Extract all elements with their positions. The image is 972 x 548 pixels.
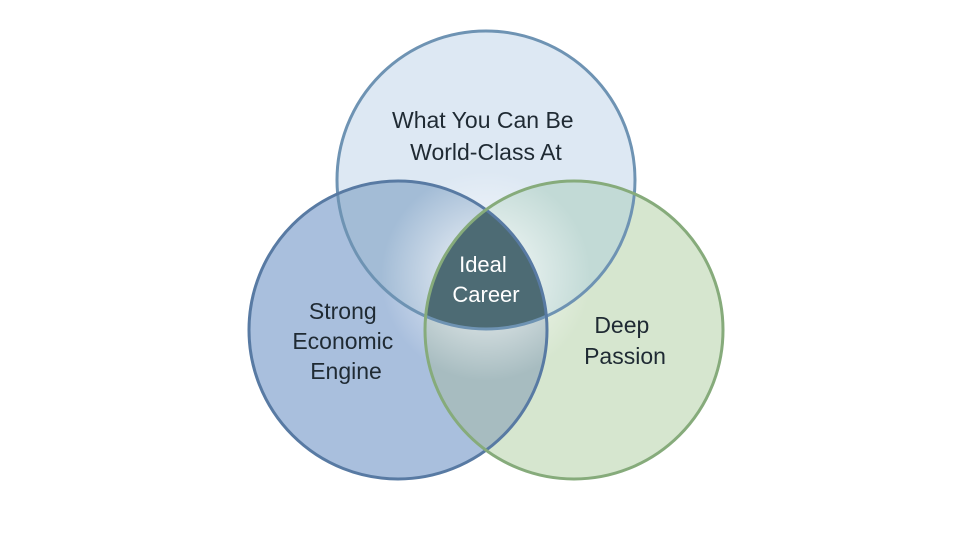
circle-right-outline (423, 179, 725, 481)
label-top-line-2: World-Class At (410, 139, 562, 165)
label-center: Ideal Career (452, 252, 519, 307)
label-left-line-1: Strong (309, 298, 377, 324)
label-center-line-2: Career (452, 282, 519, 307)
label-top: What You Can Be World-Class At (392, 107, 580, 165)
label-left-line-2: Economic (292, 328, 393, 354)
label-right: Deep Passion (584, 312, 666, 369)
label-top-line-1: What You Can Be (392, 107, 574, 133)
label-left-line-3: Engine (310, 358, 382, 384)
label-center-line-1: Ideal (459, 252, 507, 277)
label-right-line-1: Deep (594, 312, 649, 338)
center-region (425, 181, 547, 329)
label-right-line-2: Passion (584, 343, 666, 369)
circle-left-outline (247, 179, 549, 481)
label-left: Strong Economic Engine (292, 298, 399, 384)
circle-top-outline (335, 29, 637, 331)
